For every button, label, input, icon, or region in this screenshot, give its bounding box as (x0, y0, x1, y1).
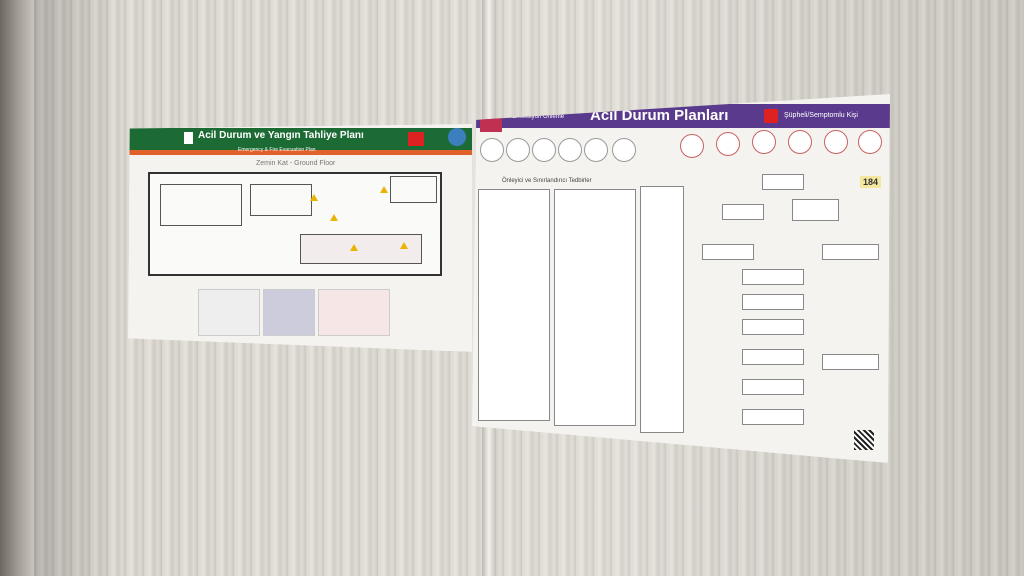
logo (480, 116, 502, 132)
running-man-icon (184, 132, 193, 144)
evacuation-plan-poster: Acil Durum ve Yangın Tahliye Planı Emerg… (128, 124, 472, 352)
exit-sign-icon (764, 109, 778, 123)
virus-icon (858, 130, 882, 154)
wall-edge (0, 0, 34, 576)
syringe-icon (480, 138, 504, 162)
cough-icon (716, 132, 740, 156)
emergency-plans-poster: Enfeksiyon Önleme Acil Durum Planları Şü… (472, 94, 890, 463)
meeting-icon (612, 138, 636, 162)
header-left-label: Enfeksiyon Önleme (512, 114, 565, 120)
poster-subtitle: Emergency & Fire Evacuation Plan (238, 147, 316, 153)
poster-title: Acil Durum ve Yangın Tahliye Planı (198, 130, 364, 141)
section-title: Önleyici ve Sınırlandırıcı Tedbirler (502, 178, 592, 184)
header-right-label: Şüpheli/Semptomlu Kişi (784, 112, 858, 119)
legend-block (318, 289, 390, 336)
food-icon (824, 130, 848, 154)
desk-icon (532, 138, 556, 162)
number-badge: 184 (860, 176, 882, 188)
poster-title: Acil Durum Planları (590, 107, 729, 124)
handshake-icon (752, 130, 776, 154)
surface-icon (788, 130, 812, 154)
exit-sign-icon (408, 132, 424, 146)
handwash-icon (558, 138, 582, 162)
floor-label: Zemin Kat - Ground Floor (256, 160, 336, 167)
legend-block (198, 289, 260, 336)
location-map (263, 289, 315, 336)
qr-code (854, 430, 874, 450)
floor-plan (148, 172, 442, 276)
fever-icon (680, 134, 704, 158)
hygiene-icons-column (640, 186, 684, 433)
spray-icon (584, 138, 608, 162)
medicine-icon (506, 138, 530, 162)
municipality-logo (448, 128, 466, 146)
